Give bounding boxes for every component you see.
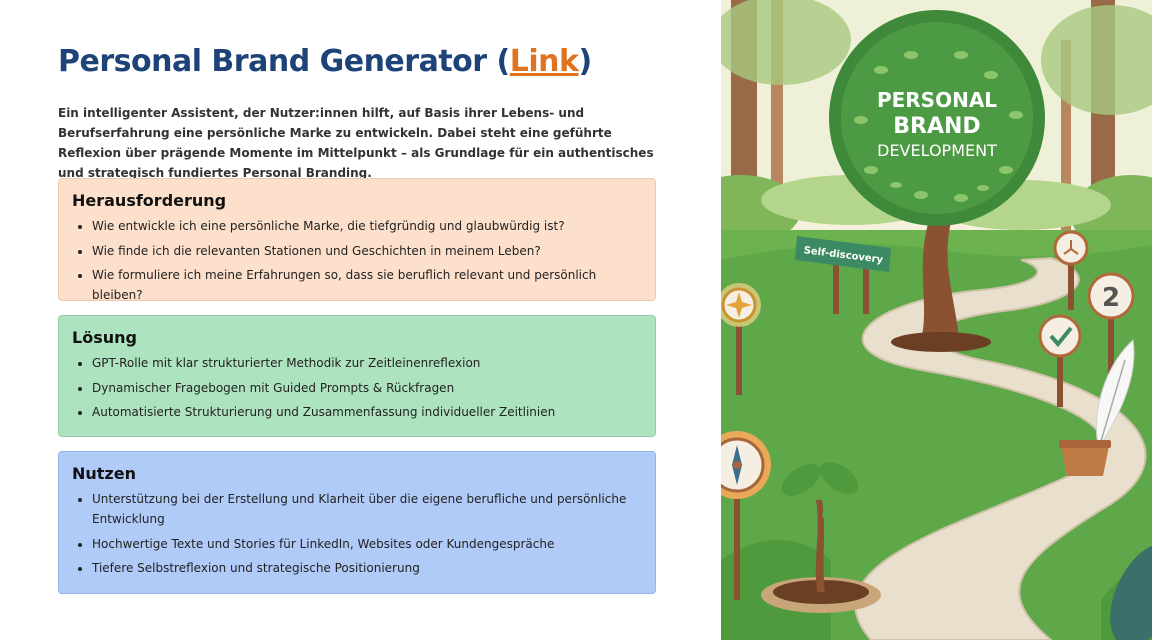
list-item: Wie finde ich die relevanten Stationen u…: [92, 241, 642, 261]
content-panel: Personal Brand Generator (Link) Ein inte…: [0, 0, 721, 640]
compass-sign: [721, 431, 771, 600]
feather-pot: [1059, 338, 1135, 476]
check-sign: [1038, 314, 1082, 407]
list-item: Unterstützung bei der Erstellung und Kla…: [92, 489, 642, 529]
tree-title-line3: DEVELOPMENT: [877, 141, 997, 160]
title-text: Personal Brand Generator (: [58, 44, 510, 79]
list-item: Automatisierte Strukturierung und Zusamm…: [92, 402, 642, 422]
benefit-heading: Nutzen: [72, 464, 136, 483]
solution-heading: Lösung: [72, 328, 137, 347]
benefit-box: Nutzen Unterstützung bei der Erstellung …: [58, 451, 656, 594]
intro-text: Ein intelligenter Assistent, der Nutzer:…: [58, 106, 654, 180]
star-sign: [721, 283, 761, 395]
brand-illustration: PERSONAL BRAND DEVELOPMENT Self-discover…: [721, 0, 1152, 640]
clock-sign: [1053, 230, 1089, 310]
list-item: Tiefere Selbstreflexion und strategische…: [92, 558, 642, 578]
solution-list: GPT-Rolle mit klar strukturierter Method…: [72, 353, 642, 422]
challenge-box: Herausforderung Wie entwickle ich eine p…: [58, 178, 656, 302]
tree-title-line2: BRAND: [893, 114, 980, 139]
challenge-list: Wie entwickle ich eine persönliche Marke…: [72, 216, 642, 305]
challenge-heading: Herausforderung: [72, 191, 227, 210]
title-close: ): [578, 44, 592, 79]
number-sign: 2: [1087, 272, 1135, 385]
list-item: Wie entwickle ich eine persönliche Marke…: [92, 216, 642, 236]
tree-title-line1: PERSONAL: [877, 88, 997, 112]
list-item: Hochwertige Texte und Stories für Linked…: [92, 534, 642, 554]
self-discovery-banner: Self-discovery: [795, 236, 891, 314]
list-item: GPT-Rolle mit klar strukturierter Method…: [92, 353, 642, 373]
list-item: Dynamischer Fragebogen mit Guided Prompt…: [92, 378, 642, 398]
list-item: Wie formuliere ich meine Erfahrungen so,…: [92, 265, 642, 305]
benefit-list: Unterstützung bei der Erstellung und Kla…: [72, 489, 642, 578]
page-title: Personal Brand Generator (Link): [58, 44, 592, 79]
brand-tree: PERSONAL BRAND DEVELOPMENT: [829, 10, 1045, 352]
solution-box: Lösung GPT-Rolle mit klar strukturierter…: [58, 315, 656, 437]
sapling: [761, 462, 881, 613]
title-link[interactable]: Link: [509, 44, 579, 79]
sign-number: 2: [1102, 283, 1120, 313]
